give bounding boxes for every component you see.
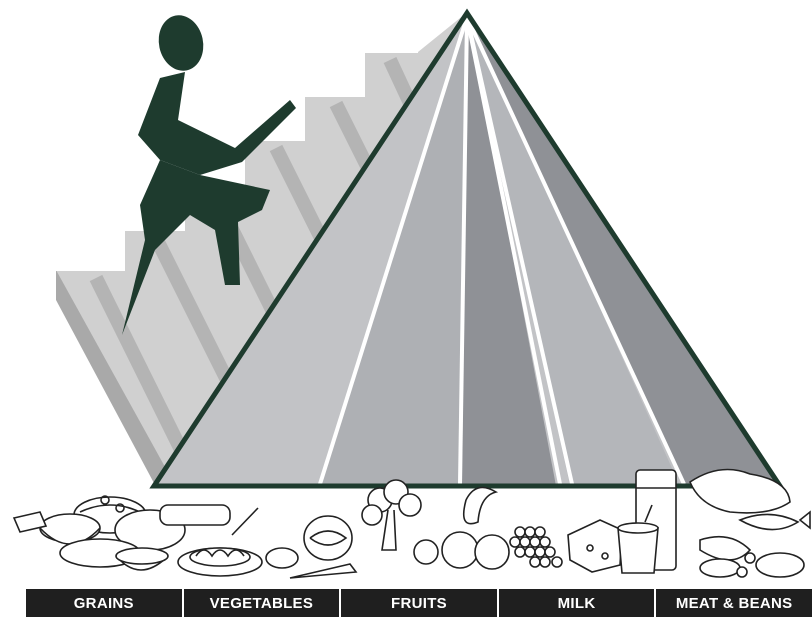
fruits-label: FRUITS — [339, 589, 497, 617]
vegetables-label: VEGETABLES — [182, 589, 340, 617]
grains-label: GRAINS — [26, 589, 182, 617]
meat-beans-label: MEAT & BEANS — [654, 589, 812, 617]
fruit-icon — [442, 488, 562, 570]
meat-fish-icon — [690, 470, 810, 578]
broccoli-icon — [266, 480, 438, 578]
milk-label: MILK — [497, 589, 655, 617]
food-group-label-bar: GRAINS VEGETABLES FRUITS MILK MEAT & BEA… — [26, 589, 812, 617]
